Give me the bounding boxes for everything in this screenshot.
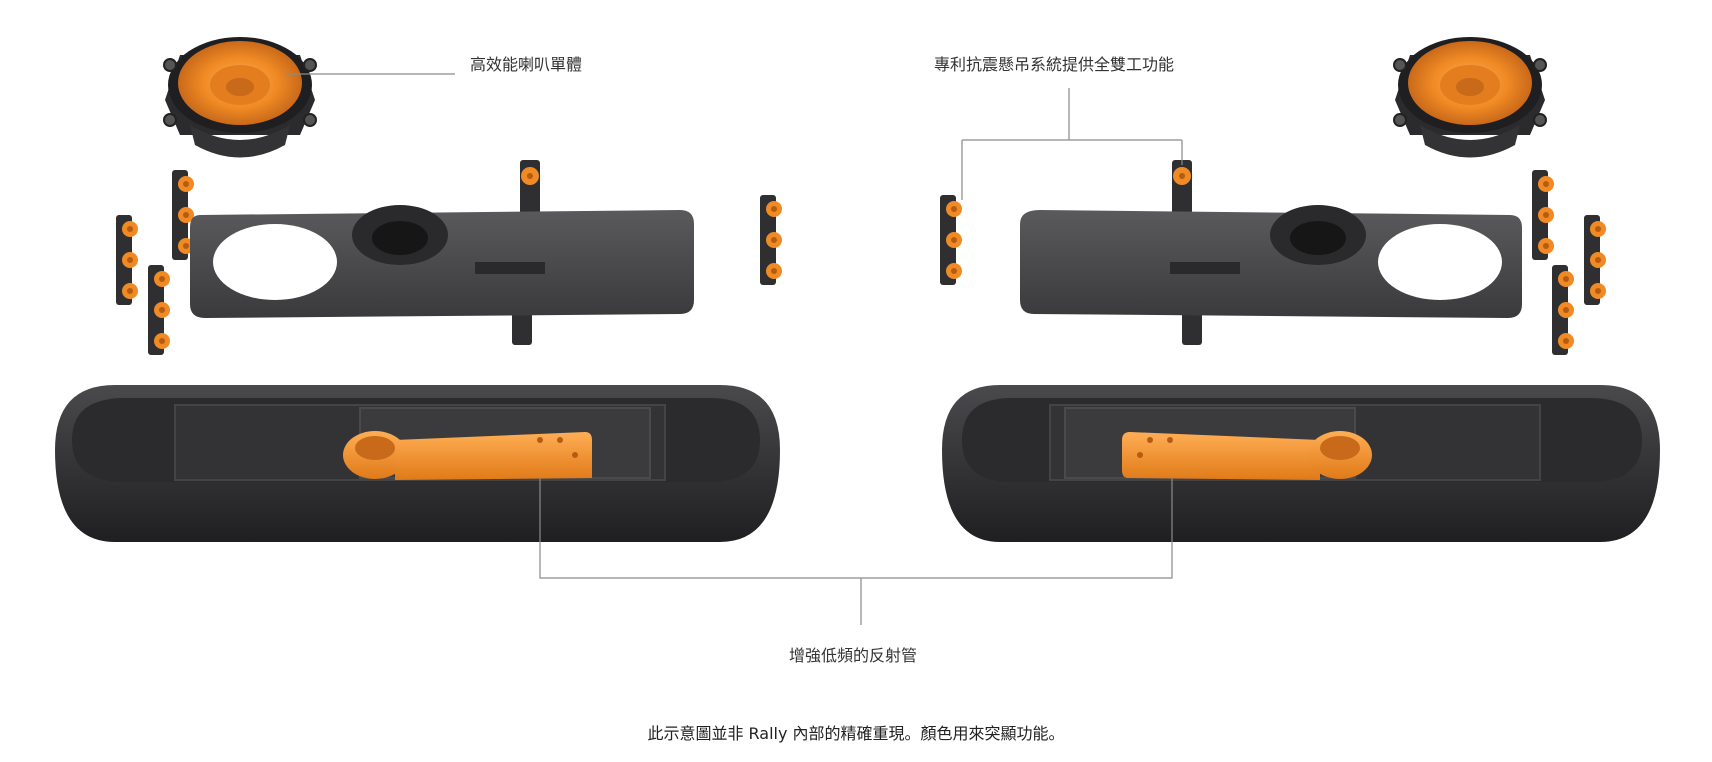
speaker-driver-label: 高效能喇叭單體 xyxy=(470,55,583,74)
left-speaker-driver xyxy=(163,36,317,159)
right-bracket-left xyxy=(940,195,962,285)
bass-tube-leader-line xyxy=(539,478,1173,625)
bass-reflex-tube-label: 增強低頻的反射管 xyxy=(789,646,918,665)
right-bracket-top xyxy=(1172,160,1192,220)
left-bracket-right xyxy=(760,195,782,285)
disclaimer-text: 此示意圖並非 Rally 內部的精確重現。顏色用來突顯功能。 xyxy=(647,724,1065,743)
right-bracket-b xyxy=(1584,215,1606,305)
right-bracket-c xyxy=(1552,265,1574,355)
right-speaker-driver xyxy=(1393,36,1547,159)
left-bracket-top xyxy=(520,160,540,220)
suspension-system-label: 專利抗震懸吊系統提供全雙工功能 xyxy=(934,55,1175,74)
left-assembly xyxy=(55,36,782,542)
left-driver-cutout xyxy=(213,224,337,300)
right-bass-reflex-tube xyxy=(1122,431,1372,480)
right-assembly xyxy=(940,36,1660,542)
leader-lines xyxy=(285,73,1183,625)
suspension-leader-line xyxy=(961,88,1183,200)
left-bracket-c xyxy=(148,265,170,355)
right-driver-cutout xyxy=(1378,224,1502,300)
right-bracket-a xyxy=(1532,170,1554,260)
left-bass-reflex-tube xyxy=(343,431,592,480)
left-bracket-b xyxy=(116,215,138,305)
